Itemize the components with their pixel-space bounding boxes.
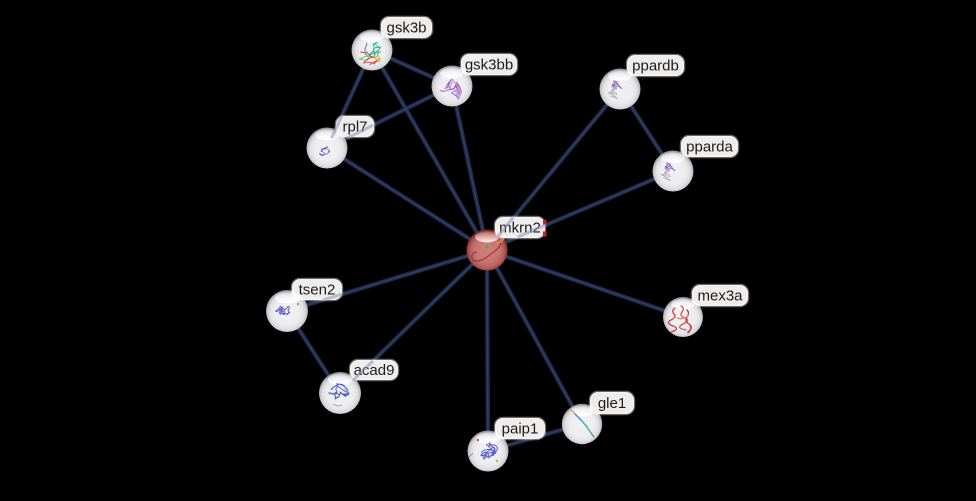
svg-text:gsk3bb: gsk3bb	[465, 57, 513, 74]
svg-text:ppardb: ppardb	[632, 58, 679, 75]
svg-text:gsk3b: gsk3b	[386, 20, 426, 37]
svg-text:acad9: acad9	[354, 362, 395, 379]
svg-text:tsen2: tsen2	[299, 282, 336, 299]
svg-text:paip1: paip1	[502, 421, 539, 438]
svg-text:mex3a: mex3a	[697, 288, 743, 305]
svg-text:pparda: pparda	[686, 139, 733, 156]
svg-text:gle1: gle1	[598, 395, 626, 412]
